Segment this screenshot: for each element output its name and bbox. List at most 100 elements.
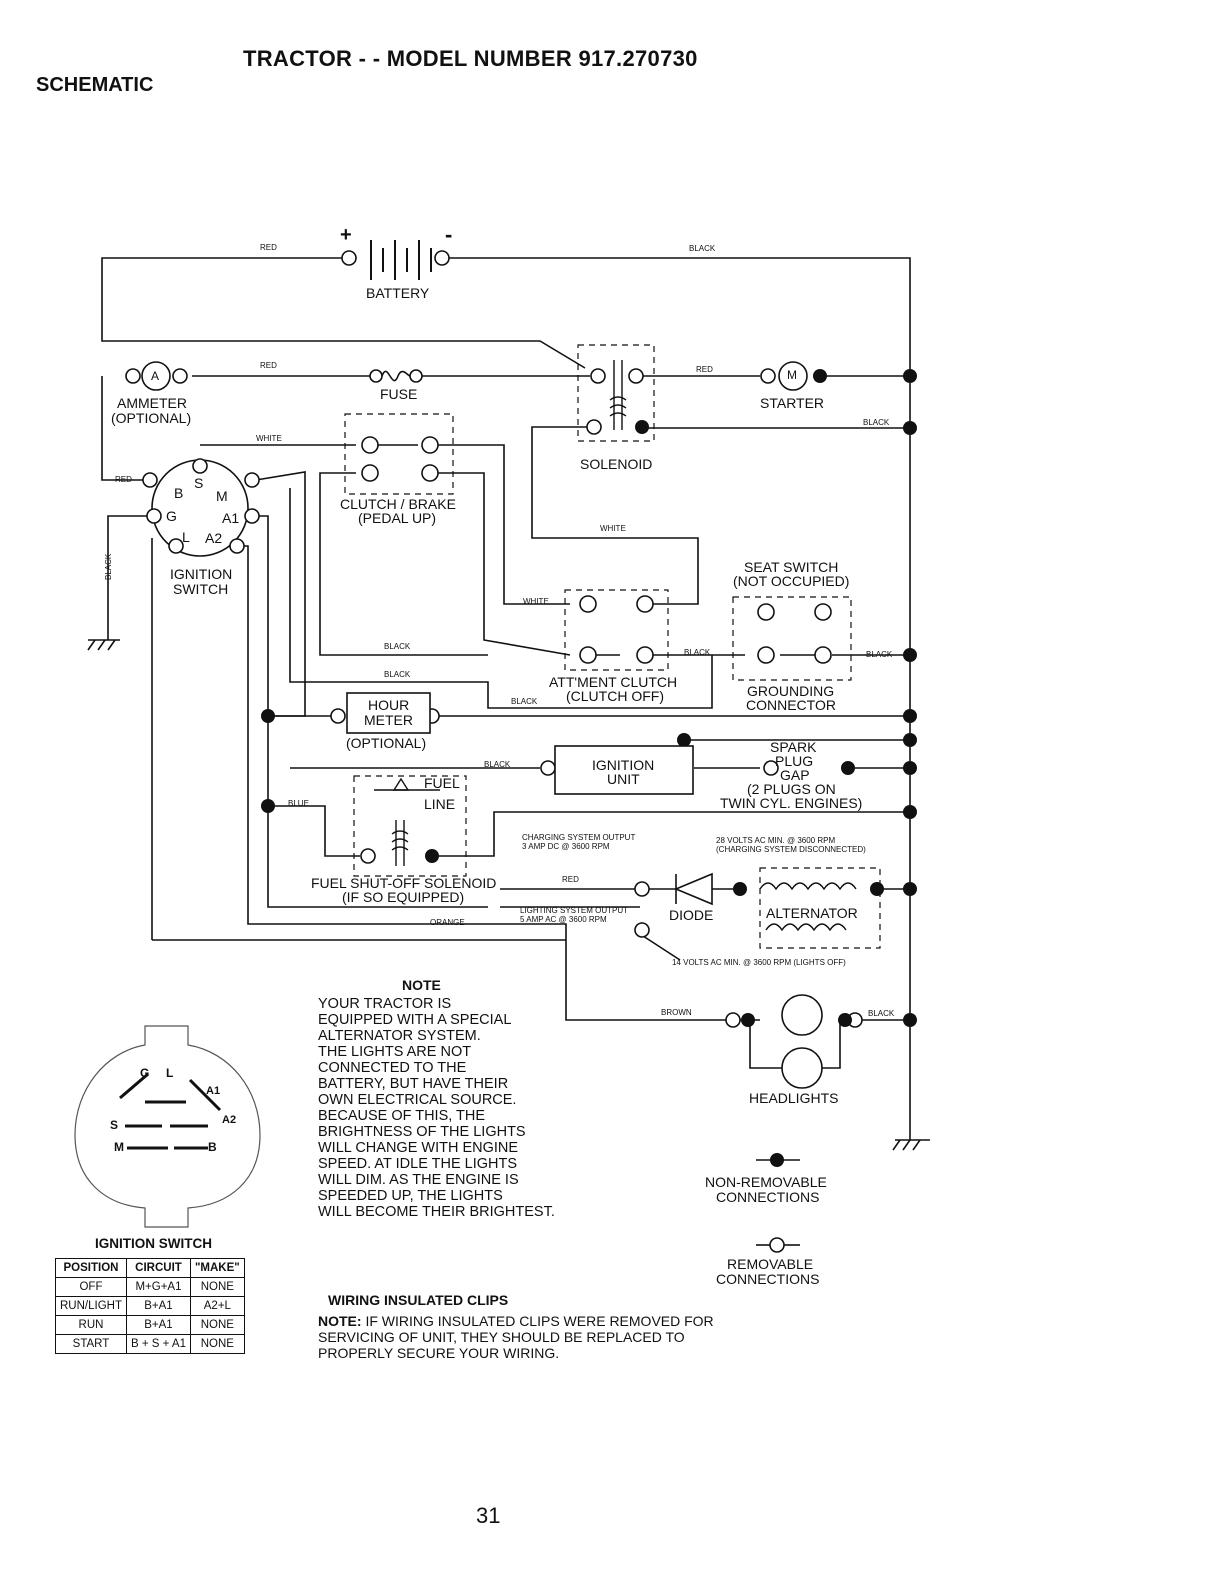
wire-blue: BLUE — [288, 799, 309, 808]
ignition-switch-label: SWITCH — [173, 581, 229, 597]
note-line: SPEED. AT IDLE THE LIGHTS — [318, 1156, 518, 1172]
note-line: OWN ELECTRICAL SOURCE. — [318, 1092, 517, 1108]
terminal-b: B — [174, 485, 184, 501]
seat-switch-state: (NOT OCCUPIED) — [733, 573, 850, 589]
note-line: ALTERNATOR SYSTEM. — [318, 1028, 481, 1044]
note-line: WILL CHANGE WITH ENGINE — [318, 1140, 519, 1156]
wire-red: RED — [696, 365, 713, 374]
table-header-row: POSITION CIRCUIT "MAKE" — [55, 1258, 245, 1278]
attment-clutch-label: ATT'MENT CLUTCH — [549, 674, 678, 690]
wire-red: RED — [562, 875, 579, 884]
pin-m: M — [114, 1140, 124, 1154]
wire-black: BLACK — [484, 760, 511, 769]
volts-28: 28 VOLTS AC MIN. @ 3600 RPM — [716, 836, 836, 845]
spark-plug-note: (2 PLUGS ON — [747, 781, 836, 797]
table-cell: NONE — [189, 1334, 245, 1354]
section-heading: SCHEMATIC — [36, 74, 154, 96]
wire-black: BLACK — [868, 1009, 895, 1018]
volts-28: (CHARGING SYSTEM DISCONNECTED) — [716, 845, 866, 854]
table-row: OFF M+G+A1 NONE — [55, 1277, 245, 1297]
terminal-m: M — [216, 488, 228, 504]
terminal-g: G — [166, 508, 177, 524]
note-line: WILL DIM. AS THE ENGINE IS — [318, 1172, 519, 1188]
lighting-output: 5 AMP AC @ 3600 RPM — [520, 915, 607, 924]
fuel-solenoid-label: FUEL SHUT-OFF SOLENOID — [311, 875, 497, 891]
table-cell: M+G+A1 — [125, 1277, 191, 1297]
ignition-switch-table: POSITION CIRCUIT "MAKE" OFF M+G+A1 NONE … — [55, 1258, 245, 1354]
hour-meter-optional: (OPTIONAL) — [346, 735, 427, 751]
ammeter-optional: (OPTIONAL) — [111, 410, 192, 426]
table-cell: B + S + A1 — [125, 1334, 191, 1354]
wire-black: BLACK — [866, 650, 893, 659]
charging-output: 3 AMP DC @ 3600 RPM — [522, 842, 610, 851]
note-line: CONNECTED TO THE — [318, 1060, 467, 1076]
attment-clutch-state: (CLUTCH OFF) — [566, 688, 664, 704]
headlights-label: HEADLIGHTS — [749, 1090, 839, 1106]
grounding-label: CONNECTOR — [746, 697, 836, 713]
wire-white: WHITE — [256, 434, 282, 443]
table-row: START B + S + A1 NONE — [55, 1334, 245, 1354]
fuel-line-label: LINE — [424, 796, 456, 812]
clips-note-line: PROPERLY SECURE YOUR WIRING. — [318, 1345, 560, 1361]
table-cell: A2+L — [189, 1296, 245, 1316]
wire-red: RED — [260, 361, 277, 370]
wire-black: BLACK — [863, 418, 890, 427]
alternator-label: ALTERNATOR — [766, 905, 858, 921]
volts-14: 14 VOLTS AC MIN. @ 3600 RPM (LIGHTS OFF) — [672, 958, 846, 967]
note-title: NOTE — [402, 977, 441, 993]
fuel-solenoid-optional: (IF SO EQUIPPED) — [342, 889, 465, 905]
battery-minus: - — [445, 222, 453, 247]
wire-black: BLACK — [511, 697, 538, 706]
ammeter-label: AMMETER — [117, 395, 187, 411]
spark-plug-note: TWIN CYL. ENGINES) — [720, 795, 863, 811]
terminal-l: L — [182, 529, 190, 545]
note-line: SPEEDED UP, THE LIGHTS — [318, 1188, 503, 1204]
battery-label: BATTERY — [366, 285, 430, 301]
clutch-brake-label: CLUTCH / BRAKE — [340, 496, 456, 512]
wire-red: RED — [115, 475, 132, 484]
starter-label: STARTER — [760, 395, 825, 411]
ignition-switch-label: IGNITION — [170, 566, 233, 582]
wire-black: BLACK — [384, 642, 411, 651]
note-line: THE LIGHTS ARE NOT — [318, 1044, 472, 1060]
table-header: POSITION — [55, 1258, 127, 1278]
table-row: RUN/LIGHT B+A1 A2+L — [55, 1296, 245, 1316]
note-line: WILL BECOME THEIR BRIGHTEST. — [318, 1204, 555, 1220]
note-body: YOUR TRACTOR IS EQUIPPED WITH A SPECIAL … — [318, 996, 598, 1220]
page-title: TRACTOR - - MODEL NUMBER 917.270730 — [243, 46, 698, 71]
solenoid-label: SOLENOID — [580, 456, 653, 472]
terminal-a1: A1 — [222, 510, 240, 526]
ammeter-symbol: A — [151, 369, 160, 383]
ignition-switch-title: IGNITION SWITCH — [95, 1236, 212, 1251]
table-cell: START — [55, 1334, 127, 1354]
spark-plug-label: PLUG — [775, 753, 814, 769]
wire-black: BLACK — [684, 648, 711, 657]
note-line: EQUIPPED WITH A SPECIAL — [318, 1012, 512, 1028]
starter-symbol: M — [787, 368, 797, 382]
wire-orange: ORANGE — [430, 918, 465, 927]
legend-non-removable: CONNECTIONS — [716, 1189, 820, 1205]
page-number: 31 — [476, 1503, 501, 1528]
wire-white: WHITE — [600, 524, 626, 533]
clips-title: WIRING INSULATED CLIPS — [328, 1292, 509, 1308]
terminal-a2: A2 — [205, 530, 223, 546]
wire-white: WHITE — [523, 597, 549, 606]
fuse-label: FUSE — [380, 386, 418, 402]
wire-red: RED — [260, 243, 277, 252]
wire-black: BLACK — [689, 244, 716, 253]
table-cell: NONE — [189, 1315, 245, 1335]
table-cell: B+A1 — [125, 1296, 191, 1316]
table-row: RUN B+A1 NONE — [55, 1315, 245, 1335]
wire-black: BLACK — [384, 670, 411, 679]
pin-a2: A2 — [222, 1114, 237, 1126]
grounding-label: GROUNDING — [747, 683, 835, 699]
ignition-unit-label: IGNITION — [592, 757, 655, 773]
table-cell: RUN/LIGHT — [55, 1296, 127, 1316]
note-line: YOUR TRACTOR IS — [318, 996, 452, 1012]
terminal-s: S — [194, 475, 204, 491]
note-line: BATTERY, BUT HAVE THEIR — [318, 1076, 509, 1092]
legend-non-removable: NON-REMOVABLE — [705, 1174, 827, 1190]
table-header: CIRCUIT — [125, 1258, 191, 1278]
clutch-brake-state: (PEDAL UP) — [358, 510, 437, 526]
